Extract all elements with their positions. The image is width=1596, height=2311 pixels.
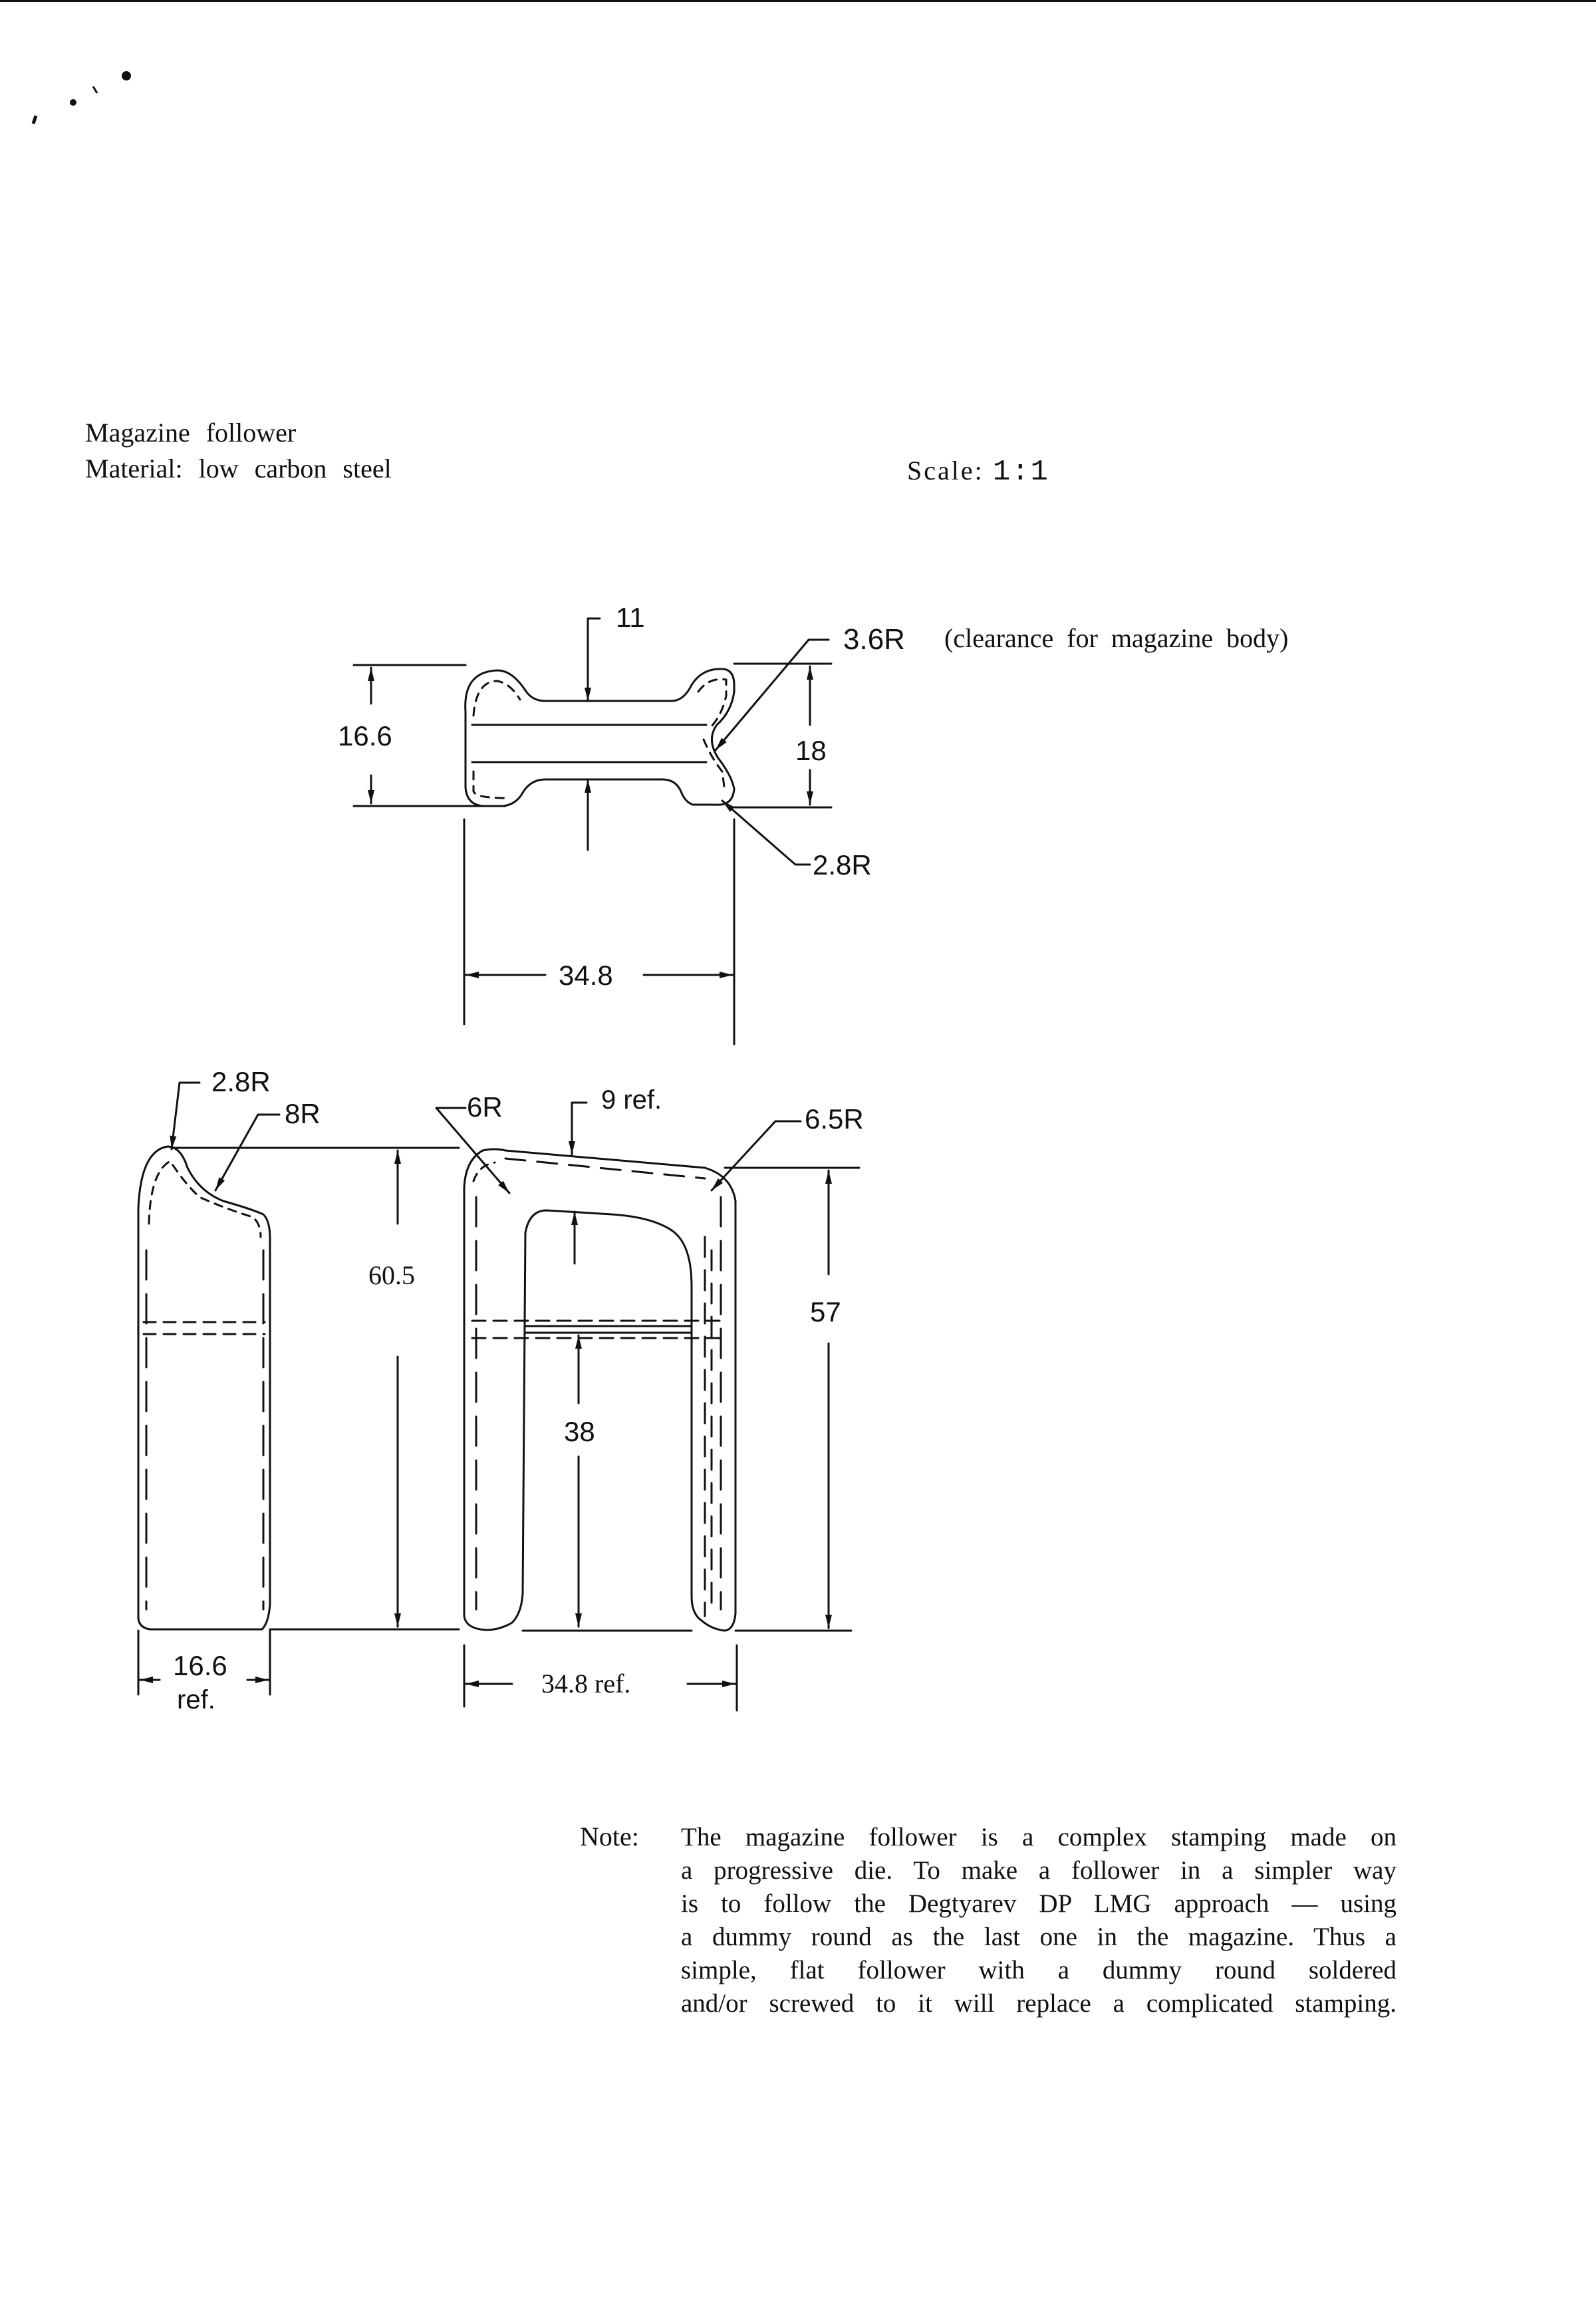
top-view xyxy=(352,617,833,1045)
side-view-outline xyxy=(137,1145,271,1631)
label-dim-9-ref: 9 ref. xyxy=(601,1085,662,1115)
front-view xyxy=(435,1101,861,1712)
side-view xyxy=(137,1081,460,1696)
dim-8r-leader xyxy=(214,1113,281,1192)
label-dim-8r: 8R xyxy=(285,1098,321,1129)
dim-9-ref-leader xyxy=(571,1101,588,1125)
note-line: simple, flat follower with a dummy round… xyxy=(681,1956,1396,1984)
material-spec: Material: low carbon steel xyxy=(85,454,392,483)
top-view-hidden-line-right-lower xyxy=(702,738,726,793)
label-dim-34-8: 34.8 xyxy=(559,960,613,991)
note-line: is to follow the Degtyarev DP LMG approa… xyxy=(681,1889,1396,1918)
top-view-outline xyxy=(464,668,735,807)
label-dim-11: 11 xyxy=(616,602,645,633)
scan-specks xyxy=(31,71,131,124)
dim-6r-leader xyxy=(435,1107,511,1194)
label-dim-2-8r-side: 2.8R xyxy=(211,1066,271,1097)
dim-2-8r-bottom-leader xyxy=(721,799,811,866)
label-dim-60-5: 60.5 xyxy=(368,1260,415,1290)
label-dim-6r: 6R xyxy=(467,1091,503,1123)
label-dim-16-6-side: 16.6 xyxy=(173,1650,227,1681)
note-text: The magazine follower is a complex stamp… xyxy=(681,1821,1396,2020)
note-line: a progressive die. To make a follower in… xyxy=(681,1856,1396,1885)
note-label: Note: xyxy=(580,1822,639,1851)
dim-11-leader xyxy=(587,617,601,644)
front-view-hidden-top-left xyxy=(472,1161,496,1182)
drawing-header: Magazine follower Material: low carbon s… xyxy=(85,415,392,487)
part-name: Magazine follower xyxy=(85,418,297,448)
label-dim-2-8r-top-view: 2.8R xyxy=(813,849,872,881)
note-line: a dummy round as the last one in the mag… xyxy=(681,1923,1396,1951)
label-clearance-note: (clearance for magazine body) xyxy=(944,623,1289,653)
front-view-outer-outline xyxy=(463,1148,737,1632)
side-view-hidden-curve xyxy=(148,1160,262,1238)
front-view-hidden-top-edge xyxy=(504,1157,706,1180)
top-view-hidden-line-left xyxy=(472,680,521,717)
page-top-border xyxy=(0,0,1596,2)
label-dim-34-8-ref: 34.8 ref. xyxy=(541,1669,631,1699)
label-dim-18: 18 xyxy=(795,735,827,766)
dim-3-6r-leader xyxy=(714,638,830,751)
top-view-hidden-line-bottom xyxy=(472,770,507,799)
label-dim-16-6-top: 16.6 xyxy=(338,720,392,751)
label-dim-6-5r: 6.5R xyxy=(805,1103,864,1135)
label-dim-57: 57 xyxy=(810,1296,841,1327)
note-line: and/or screwed to it will replace a comp… xyxy=(681,1989,1396,2018)
scale-label: Scale: xyxy=(907,456,984,485)
label-dim-38: 38 xyxy=(564,1416,595,1447)
label-dim-3-6r: 3.6R xyxy=(843,623,905,656)
top-view-hidden-line-right-upper xyxy=(697,678,728,728)
note-line: The magazine follower is a complex stamp… xyxy=(681,1823,1396,1851)
scale-block: Scale: 1:1 xyxy=(907,455,1049,489)
scale-value: 1:1 xyxy=(992,456,1049,489)
dim-2-8r-side-leader xyxy=(170,1081,201,1151)
label-dim-16-6-ref: ref. xyxy=(177,1685,215,1714)
